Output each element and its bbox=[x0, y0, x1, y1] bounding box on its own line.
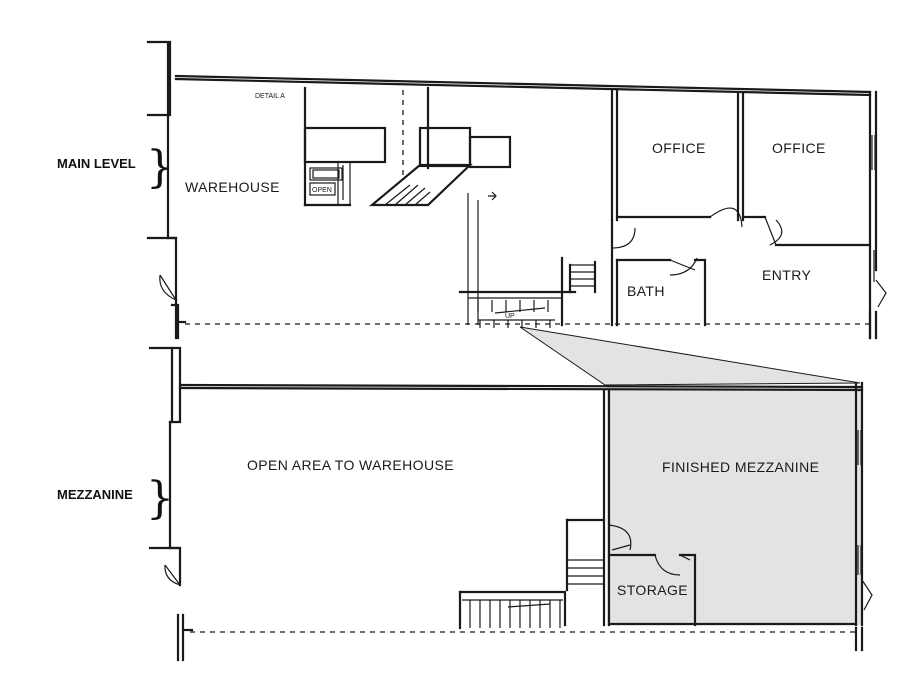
finished-mezzanine-label: FINISHED MEZZANINE bbox=[662, 459, 819, 475]
bath-label: BATH bbox=[627, 283, 665, 299]
mezzanine-brace: } bbox=[146, 473, 174, 524]
entry-label: ENTRY bbox=[762, 267, 811, 283]
warehouse-label: WAREHOUSE bbox=[185, 179, 280, 195]
open-area-label: OPEN AREA TO WAREHOUSE bbox=[247, 457, 454, 473]
up-label: UP bbox=[505, 313, 515, 320]
mezzanine-heading: MEZZANINE bbox=[57, 487, 133, 502]
detail-a-label: DETAIL A bbox=[255, 93, 285, 100]
office-left-label: OFFICE bbox=[652, 140, 706, 156]
main-level-brace: } bbox=[146, 142, 174, 193]
office-right-label: OFFICE bbox=[772, 140, 826, 156]
finished-mezzanine-area bbox=[607, 386, 862, 625]
storage-label: STORAGE bbox=[617, 582, 688, 598]
mezzanine-callout-wedge bbox=[519, 326, 861, 386]
mezzanine-plan bbox=[148, 346, 873, 662]
main-level-heading: MAIN LEVEL bbox=[57, 156, 136, 171]
open-label: OPEN bbox=[312, 187, 332, 194]
main-level-plan bbox=[146, 40, 887, 340]
